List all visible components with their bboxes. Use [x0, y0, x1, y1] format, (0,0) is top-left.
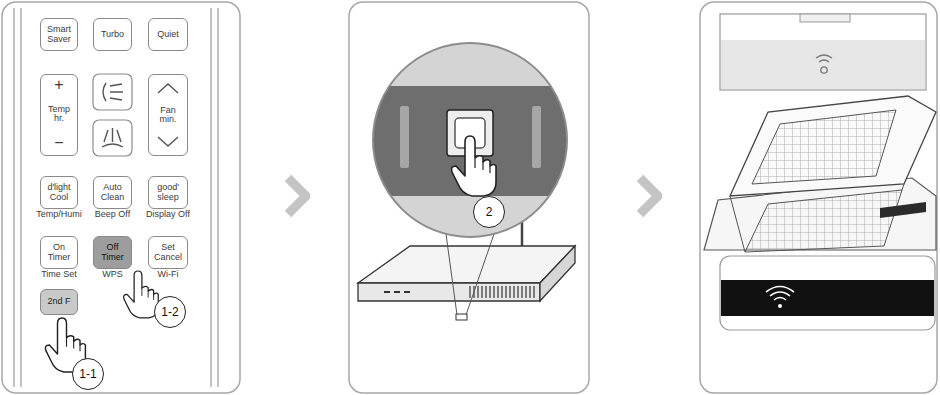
panel	[349, 2, 589, 393]
remote-button: Quiet	[148, 18, 188, 51]
vent	[493, 286, 494, 298]
remote-button: d'light CoolTemp/Humi	[40, 176, 78, 209]
magnifier	[373, 43, 567, 237]
vent	[521, 286, 522, 298]
vent	[485, 286, 486, 298]
callout-circle: 2	[473, 196, 505, 228]
vent	[505, 286, 506, 298]
remote-button: Auto CleanBeep Off	[93, 176, 132, 209]
fan-chevron	[158, 84, 178, 146]
remote-button: good' sleepDisplay Off	[148, 176, 188, 209]
button-sublabel: Temp/Humi	[36, 210, 82, 219]
button-label: good' sleep	[157, 183, 179, 202]
button-label: Quiet	[157, 30, 179, 39]
vent	[517, 286, 518, 298]
vent	[497, 286, 498, 298]
vent	[529, 286, 530, 298]
panel	[700, 2, 937, 393]
button-sublabel: Beep Off	[95, 210, 130, 219]
callout-number: 2	[486, 205, 493, 219]
remote-button: 2nd F	[40, 289, 78, 315]
button-sign: +	[54, 77, 63, 93]
button-label: Temp hr.	[48, 105, 70, 124]
step-arrow	[288, 178, 306, 214]
step-arrow	[640, 178, 658, 214]
button-label: Off Timer	[101, 243, 124, 262]
remote-button: Off TimerWPS	[93, 236, 132, 269]
remote-button: Turbo	[93, 18, 132, 51]
button-sublabel: Wi-Fi	[158, 270, 179, 279]
button-label: Set Cancel	[154, 243, 182, 262]
remote-body	[14, 8, 218, 387]
swing-button	[93, 120, 132, 156]
button-sublabel: Display Off	[146, 210, 190, 219]
remote-button: + Temp hr. −	[40, 74, 78, 156]
button-sublabel: WPS	[102, 270, 123, 279]
button-label: 2nd F	[47, 297, 70, 306]
callout-circle: 1-2	[154, 296, 186, 328]
display-inset	[720, 256, 935, 330]
unit-inset	[720, 14, 926, 90]
vent	[489, 286, 490, 298]
callout-number: 1-1	[79, 367, 96, 381]
callout-number: 1-2	[161, 305, 178, 319]
button-label: Auto Clean	[101, 183, 125, 202]
button-label: Fan min.	[160, 106, 177, 125]
button-label: On Timer	[48, 243, 71, 262]
air-conditioner	[704, 96, 936, 252]
swing-button	[93, 74, 132, 110]
vent	[509, 286, 510, 298]
remote-button: Fan min.	[148, 74, 188, 156]
button-sign: −	[54, 135, 63, 151]
button-sublabel: Time Set	[41, 270, 77, 279]
vent	[501, 286, 502, 298]
vent	[525, 286, 526, 298]
leader-line	[446, 234, 494, 315]
vent	[513, 286, 514, 298]
vent	[469, 286, 470, 298]
remote-button: Set CancelWi-Fi	[148, 236, 188, 269]
callout-circle: 1-1	[72, 358, 104, 390]
button-label: Turbo	[101, 30, 124, 39]
remote-button: Smart Saver	[40, 18, 78, 51]
vent	[477, 286, 478, 298]
button-label: d'light Cool	[47, 183, 70, 202]
remote-button: On TimerTime Set	[40, 236, 78, 269]
vent	[481, 286, 482, 298]
router-closeup	[370, 40, 570, 240]
button-label: Smart Saver	[47, 25, 71, 44]
panel	[2, 2, 240, 393]
vent	[533, 286, 534, 298]
